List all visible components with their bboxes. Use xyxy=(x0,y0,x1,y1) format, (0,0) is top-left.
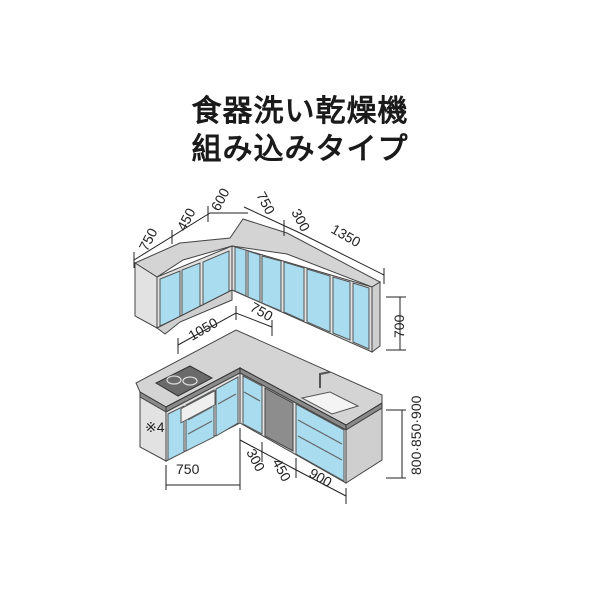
counter-dim-left: 1050 xyxy=(186,314,221,344)
title-line-2: 組み込みタイプ xyxy=(191,132,409,167)
sink xyxy=(300,391,360,415)
upper-door xyxy=(332,276,351,341)
upper-dim-height: 700 xyxy=(391,314,407,338)
upper-cabinets xyxy=(133,218,382,353)
base-dim-right-1: 300 xyxy=(243,446,268,474)
cooktop xyxy=(154,365,214,397)
faucet-icon xyxy=(319,371,331,388)
counter-dimension-lines xyxy=(177,306,273,354)
base-door xyxy=(295,403,345,482)
upper-door xyxy=(234,246,247,297)
base-dimension-lines xyxy=(165,409,406,504)
title-line-1: 食器洗い乾燥機 xyxy=(191,94,409,129)
upper-door xyxy=(283,261,305,322)
dishwasher xyxy=(264,387,294,452)
upper-right-side xyxy=(371,281,381,353)
base-dim-right-2: 450 xyxy=(269,456,294,484)
burner xyxy=(182,376,198,386)
base-door xyxy=(215,376,239,437)
base-door xyxy=(242,375,263,435)
upper-dim-left-3: 600 xyxy=(208,185,233,213)
upper-dim-right-2: 300 xyxy=(288,206,313,234)
upper-dim-left-1: 750 xyxy=(136,225,161,253)
upper-dimension-lines xyxy=(133,206,406,351)
upper-door xyxy=(306,268,331,333)
base-dim-left-width: 750 xyxy=(176,461,200,477)
base-right-side xyxy=(345,407,383,484)
upper-door xyxy=(247,250,261,303)
range-hood xyxy=(156,289,233,335)
upper-door xyxy=(352,282,370,350)
base-dim-heights: 800·850·900 xyxy=(408,395,424,475)
upper-dim-left-2: 450 xyxy=(174,205,199,233)
upper-dim-right-3: 1350 xyxy=(329,221,364,251)
base-cabinets xyxy=(135,329,383,484)
base-note: ※4 xyxy=(145,419,165,435)
oven-panel xyxy=(180,389,216,424)
burner xyxy=(166,375,182,385)
base-door xyxy=(167,405,185,461)
upper-door xyxy=(261,255,282,312)
